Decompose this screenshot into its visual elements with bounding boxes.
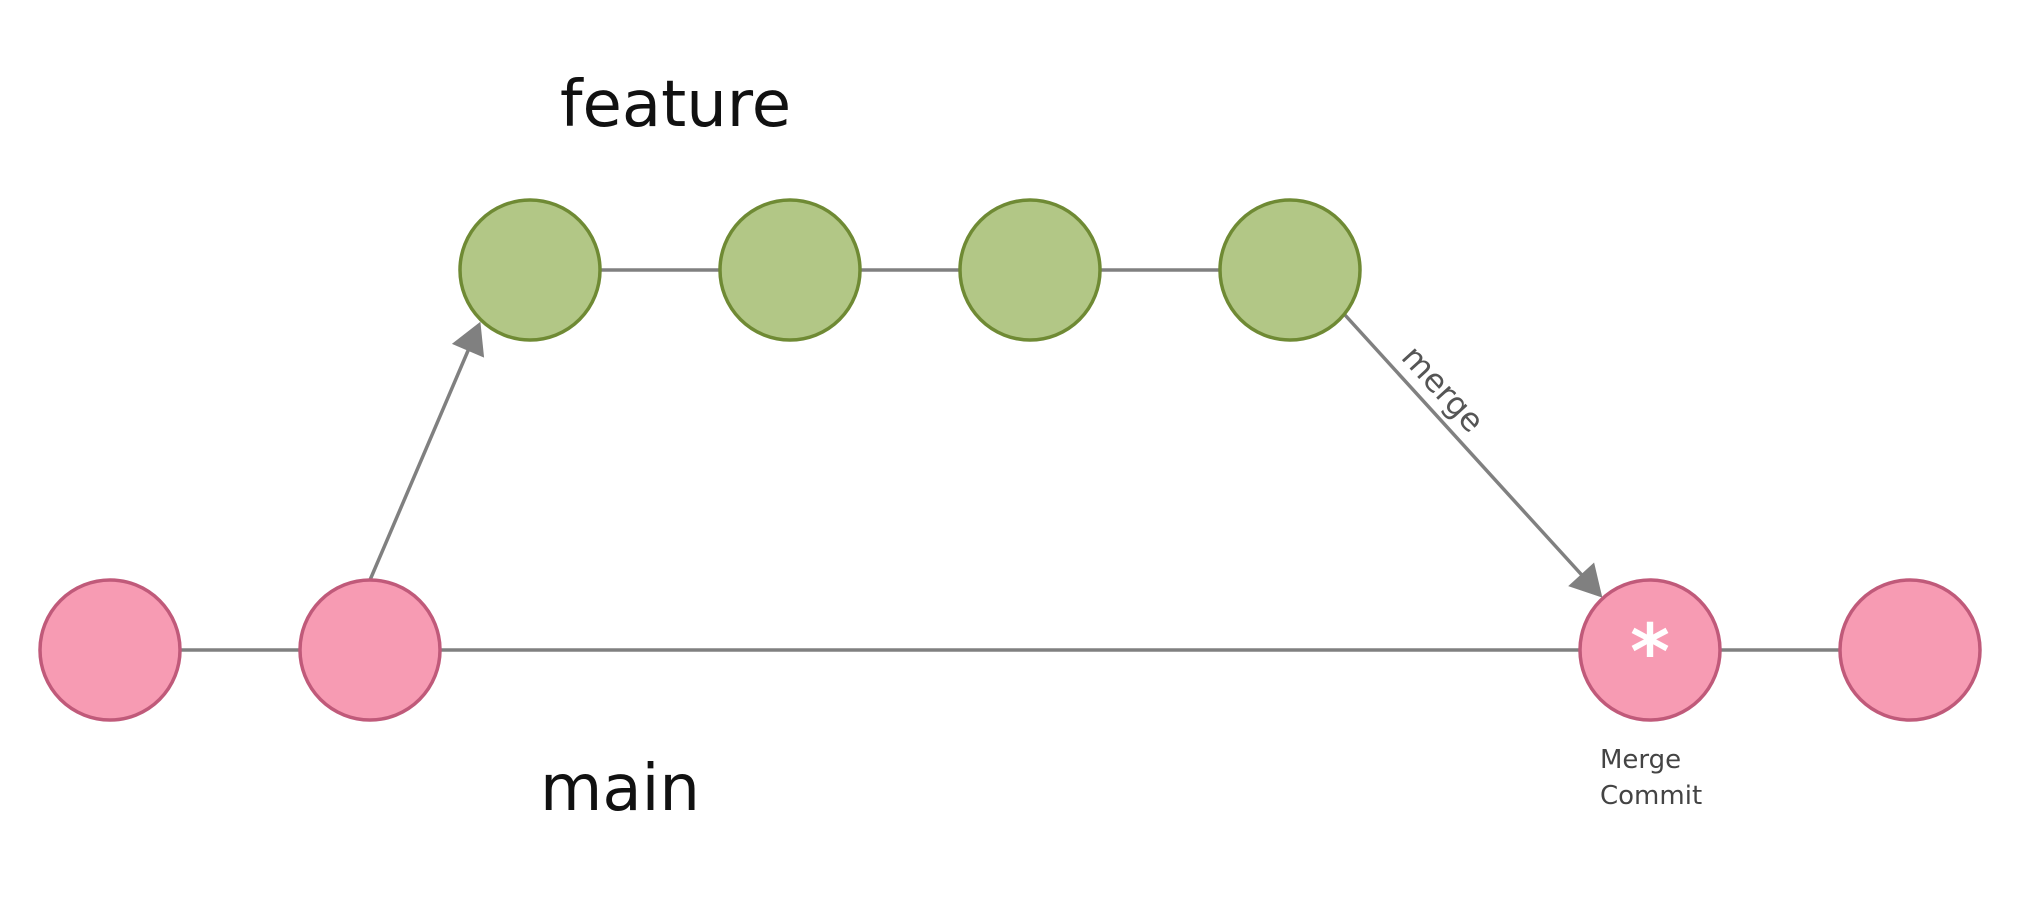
main-commit-2 [298,578,442,722]
merge-arrow [1343,313,1603,598]
feature-commit-1 [458,198,602,342]
feature-commit-2 [718,198,862,342]
main-commit-1 [38,578,182,722]
feature-commit-4 [1218,198,1362,342]
branch-arrow [368,321,485,581]
main-commit-4 [1838,578,1982,722]
main-branch-label: main [540,752,700,826]
merge-commit-caption-line2: Commit [1600,781,1702,811]
merge-commit-star: * [1630,607,1670,696]
feature-commit-3 [958,198,1102,342]
main-merge-commit [1578,578,1722,722]
merge-commit-caption-line1: Merge [1600,745,1681,775]
feature-branch-label: feature [560,68,791,142]
